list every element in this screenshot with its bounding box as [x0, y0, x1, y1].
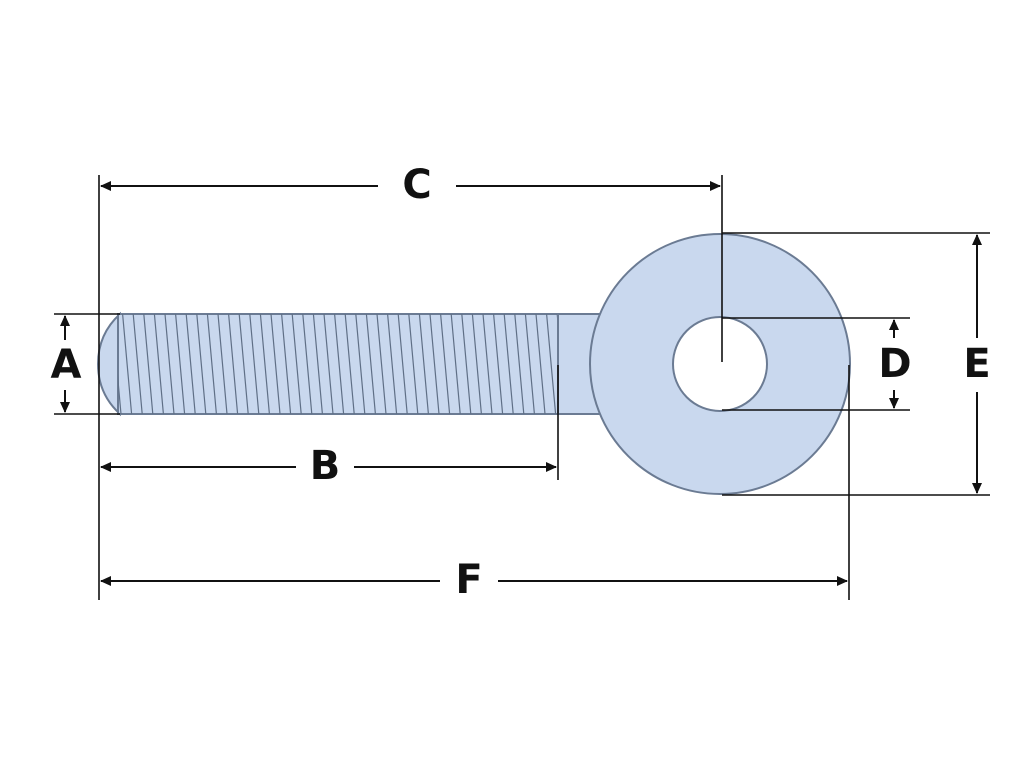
- thread-line: [355, 314, 366, 414]
- dimension-d: D: [878, 319, 912, 409]
- thread-line: [461, 314, 472, 414]
- eye-hole: [672, 316, 768, 412]
- dimension-f: F: [100, 557, 848, 603]
- dimension-a: A: [51, 315, 82, 413]
- thread-line: [503, 314, 514, 414]
- thread-line: [185, 314, 196, 414]
- thread-line: [175, 314, 186, 414]
- thread-line: [471, 314, 482, 414]
- thread-line: [153, 314, 164, 414]
- dimension-label-a: A: [51, 342, 82, 388]
- thread-line: [376, 314, 387, 414]
- thread-line: [418, 314, 429, 414]
- thread-line: [429, 314, 440, 414]
- thread-line: [482, 314, 493, 414]
- thread-line: [259, 314, 270, 414]
- dimension-label-b: B: [310, 443, 341, 489]
- thread-line: [524, 314, 535, 414]
- dimension-b: B: [100, 443, 557, 489]
- thread-line: [228, 314, 239, 414]
- dimension-label-f: F: [455, 557, 482, 603]
- thread-line: [143, 314, 154, 414]
- extension-lines: [54, 175, 990, 600]
- thread-line: [132, 314, 143, 414]
- dimension-label-d: D: [878, 341, 911, 387]
- dimension-label-c: C: [402, 162, 431, 208]
- dimension-e: E: [963, 234, 991, 494]
- thread-line: [312, 314, 323, 414]
- thread-line: [535, 314, 546, 414]
- thread-line: [450, 314, 461, 414]
- thread-line: [217, 314, 228, 414]
- dimension-label-e: E: [963, 341, 990, 387]
- thread-line: [302, 314, 313, 414]
- thread-line: [281, 314, 292, 414]
- bolt-tip: [96, 311, 121, 417]
- thread-line: [206, 314, 217, 414]
- thread-line: [365, 314, 376, 414]
- thread-line: [334, 314, 345, 414]
- thread-lines: [118, 314, 560, 414]
- thread-line: [323, 314, 334, 414]
- thread-line: [397, 314, 408, 414]
- thread-line: [291, 314, 302, 414]
- thread-line: [440, 314, 451, 414]
- thread-line: [238, 314, 249, 414]
- thread-line: [249, 314, 260, 414]
- thread-line: [493, 314, 504, 414]
- dimension-c: C: [100, 162, 721, 208]
- thread-line: [344, 314, 355, 414]
- thread-line: [164, 314, 175, 414]
- thread-line: [408, 314, 419, 414]
- thread-line: [546, 314, 557, 414]
- thread-line: [118, 373, 122, 414]
- thread-line: [196, 314, 207, 414]
- thread-line: [514, 314, 525, 414]
- eye-bolt: [96, 233, 851, 495]
- thread-line: [387, 314, 398, 414]
- thread-line: [270, 314, 281, 414]
- thread-line: [122, 314, 133, 414]
